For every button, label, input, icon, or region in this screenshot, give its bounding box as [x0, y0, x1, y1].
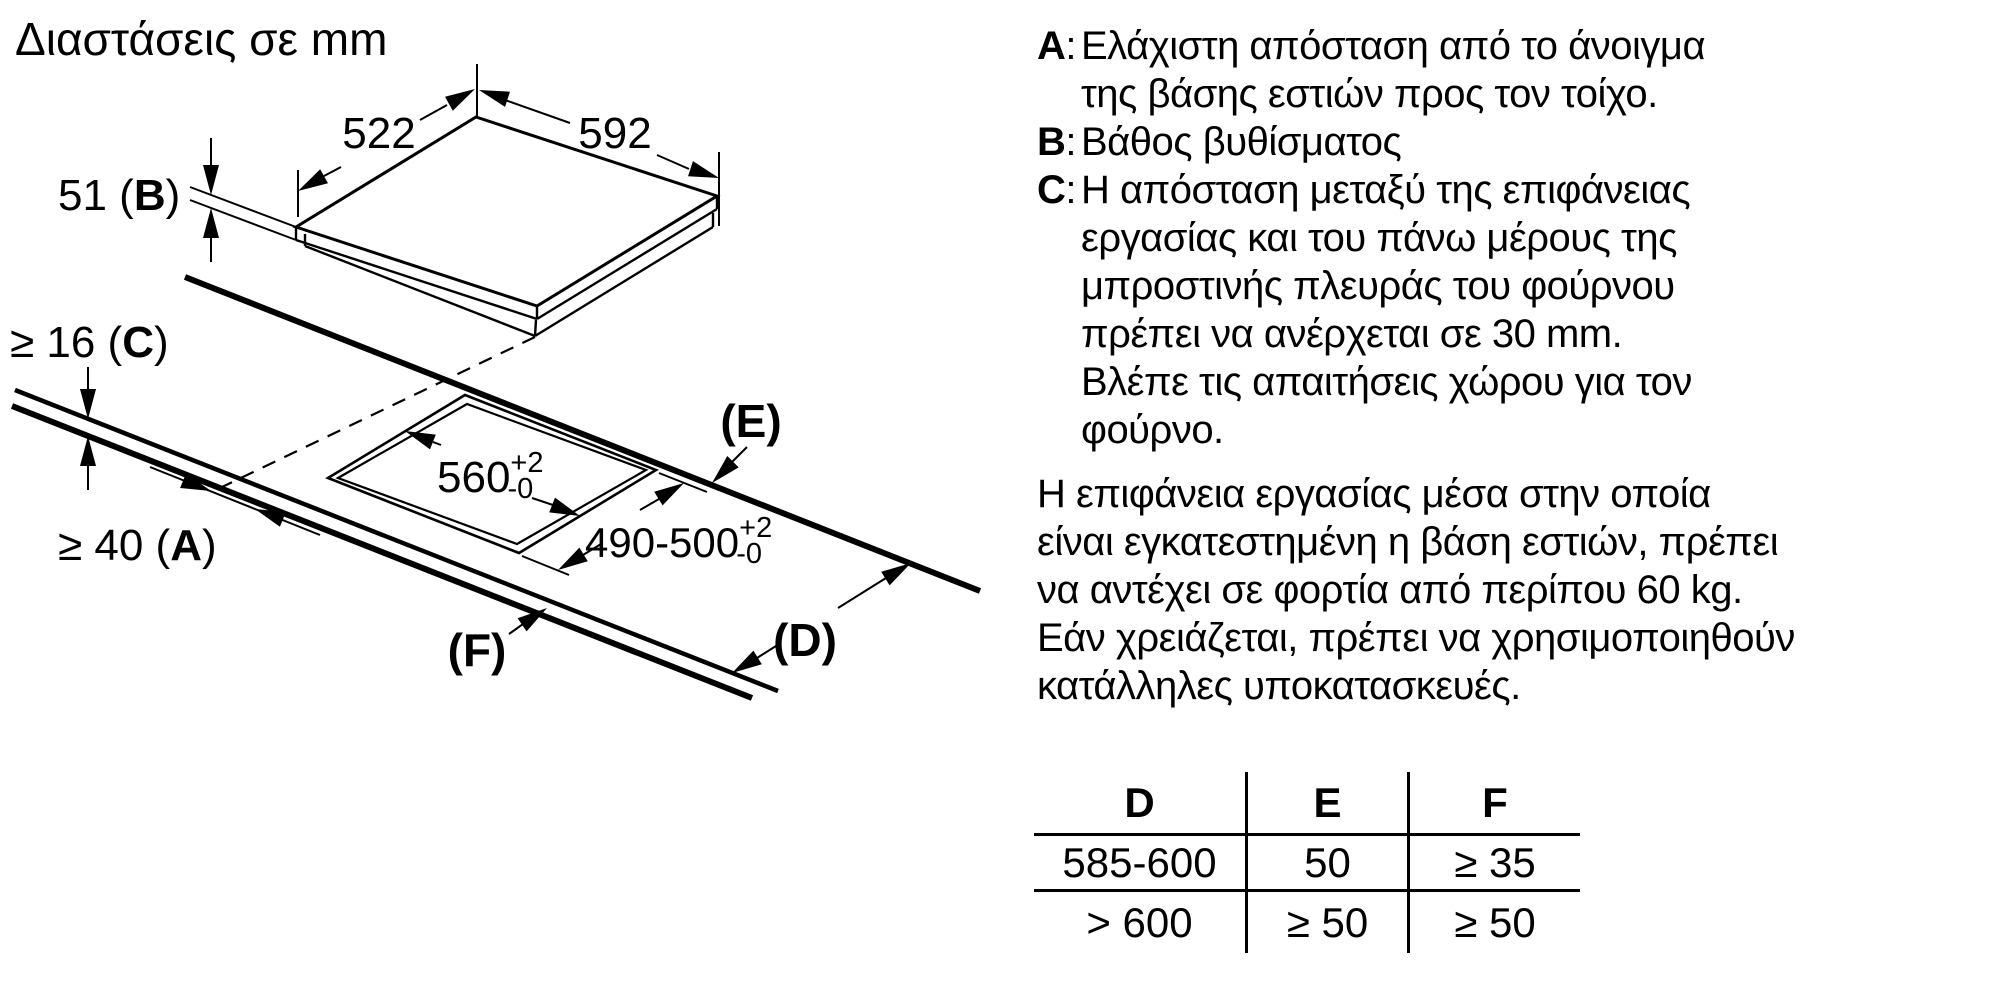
worktop-thickness-label: ≥ 16 (C) — [10, 318, 169, 367]
table-cell: > 600 — [1086, 898, 1193, 946]
worktop-back-edge — [183, 274, 982, 594]
arrowhead-icon — [881, 563, 911, 586]
dim-490-500: 490-500+2-0 — [521, 472, 772, 576]
worktop-drawing — [10, 274, 982, 701]
table-cell: ≥ 50 — [1454, 898, 1536, 946]
worktop-front-edge-top — [14, 387, 779, 694]
legend-item-a: A: Ελάχιστη απόσταση από το άνοιγμα της … — [1037, 22, 1953, 118]
arrowhead-icon — [203, 208, 219, 238]
table-cell: 50 — [1245, 836, 1410, 892]
arrowhead-icon — [479, 90, 510, 107]
page-title: Διαστάσεις σε mm — [15, 13, 387, 65]
arrowhead-icon — [688, 161, 719, 178]
legend-text-a: Ελάχιστη απόσταση από το άνοιγμα της βάσ… — [1081, 24, 1706, 116]
arrowhead-icon — [298, 169, 328, 191]
hob-depth-value: 522 — [342, 109, 415, 158]
arrowhead-icon — [712, 456, 739, 483]
table-header-f: F — [1410, 772, 1580, 836]
arrowhead-icon — [405, 431, 436, 450]
legend-text-c: Η απόσταση μεταξύ της επιφάνειας εργασία… — [1081, 168, 1692, 452]
ref-label-f: (F) — [448, 624, 507, 676]
legend: A: Ελάχιστη απόσταση από το άνοιγμα της … — [1037, 22, 1953, 710]
arrowhead-icon — [654, 483, 684, 506]
clearance-table: D E F 585-600 50 ≥ 35 > 600 ≥ 50 ≥ 50 — [1034, 772, 1580, 953]
table-cell: ≥ 35 — [1410, 836, 1580, 892]
legend-item-c: C: Η απόσταση μεταξύ της επιφάνειας εργα… — [1037, 166, 1953, 454]
hob-drawing — [292, 115, 721, 338]
arrowhead-icon — [255, 509, 286, 527]
arrowhead-icon — [517, 608, 547, 632]
hidden-projection-line — [221, 336, 536, 488]
arrowhead-icon — [80, 389, 96, 419]
ref-f: (F) — [448, 608, 547, 676]
table-header-e: E — [1245, 772, 1410, 836]
cutout-inner-edge — [335, 402, 649, 546]
dim-51-b: 51 (B) — [58, 138, 297, 262]
hob-base — [303, 213, 715, 338]
legend-item-b: B: Βάθος βυθίσματος — [1037, 118, 1953, 166]
extension-line — [189, 199, 297, 241]
wall-clearance-label: ≥ 40 (A) — [58, 521, 217, 570]
arrowhead-icon — [549, 497, 580, 516]
worktop-front-edge-bottom — [10, 403, 754, 701]
arrowhead-icon — [180, 473, 211, 491]
dim-40-a: ≥ 40 (A) — [58, 466, 321, 570]
arrowhead-icon — [558, 547, 588, 570]
dim-560: 560+2-0 — [405, 431, 580, 516]
arrowhead-icon — [732, 650, 762, 673]
cutout-depth-value: 490-500+2-0 — [585, 512, 772, 570]
ref-label-d: (D) — [773, 614, 837, 666]
cutout-outer-edge — [325, 393, 659, 555]
cutout-width-value: 560+2-0 — [437, 447, 544, 505]
hob-rim — [294, 196, 719, 321]
extension-line — [189, 186, 297, 228]
extension-line — [521, 555, 570, 576]
legend-term-c: C: — [1037, 168, 1077, 212]
arrowhead-icon — [203, 165, 219, 195]
arrowhead-icon — [445, 89, 475, 111]
worktop-load-note: Η επιφάνεια εργασίας μέσα στην οποία είν… — [1037, 472, 1795, 708]
arrowhead-icon — [80, 436, 96, 466]
dim-522: 522 — [297, 64, 478, 217]
table-header-d: D — [1034, 772, 1245, 836]
table-cell: 585-600 — [1034, 836, 1245, 892]
legend-term-a: A: — [1037, 24, 1077, 68]
hob-width-value: 592 — [578, 109, 651, 158]
table-cell: ≥ 50 — [1245, 892, 1410, 953]
dim-592: 592 — [479, 90, 720, 226]
legend-text-b: Βάθος βυθίσματος — [1081, 120, 1402, 164]
extension-line — [658, 472, 708, 493]
ref-e: (E) — [712, 395, 782, 483]
ref-label-e: (E) — [720, 395, 781, 447]
cutout-opening — [325, 393, 659, 555]
legend-term-b: B: — [1037, 120, 1077, 164]
hob-height-label: 51 (B) — [58, 171, 180, 220]
ref-d: (D) — [732, 563, 911, 673]
dim-16-c: ≥ 16 (C) — [10, 318, 169, 490]
